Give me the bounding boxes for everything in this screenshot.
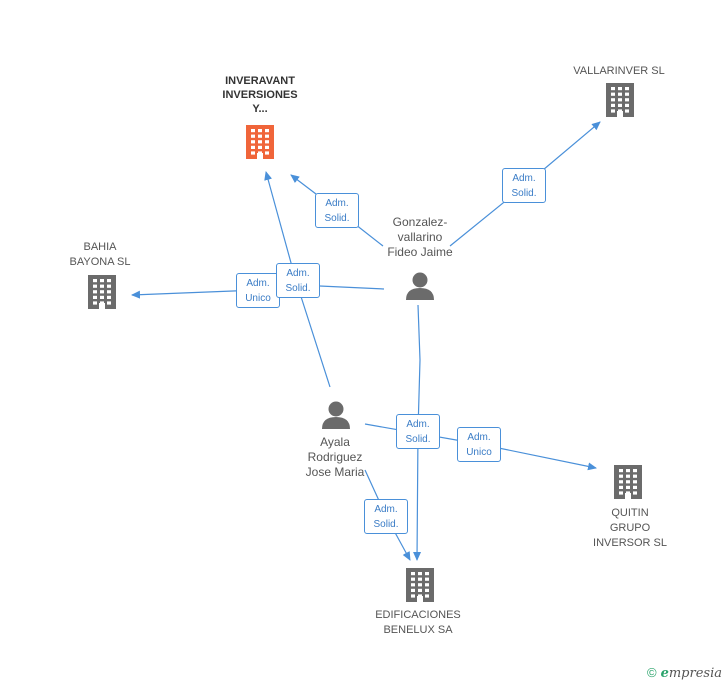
- edge-label-ayala-inveravant: Adm. Unico: [236, 273, 280, 308]
- company-vallarinver-building-icon[interactable]: [606, 83, 634, 117]
- copyright-icon: ©: [646, 665, 657, 680]
- footer-brand[interactable]: ©empresia: [647, 665, 722, 681]
- edge-label-gonzalez-bahia: Adm. Solid.: [276, 263, 320, 298]
- person-ayala-person-icon[interactable]: [322, 401, 350, 430]
- person-label-gonzalez[interactable]: Gonzalez- vallarino Fideo Jaime: [387, 215, 453, 259]
- company-edificaciones-building-icon[interactable]: [406, 568, 434, 602]
- company-inveravant-building-icon[interactable]: [246, 125, 274, 159]
- edge-label-gonzalez-edificaciones: Adm. Solid.: [396, 414, 440, 449]
- edge-label-ayala-quitin: Adm. Unico: [457, 427, 501, 462]
- edge-gonzalez-edificaciones: [413, 304, 422, 561]
- company-label-vallarinver[interactable]: VALLARINVER SL: [573, 65, 665, 77]
- company-label-bahia[interactable]: BAHIA BAYONA SL: [69, 241, 131, 268]
- person-label-ayala[interactable]: Ayala Rodriguez Jose Maria: [305, 435, 365, 479]
- company-quitin-building-icon[interactable]: [614, 465, 642, 499]
- edge-label-gonzalez-vallarinver: Adm. Solid.: [502, 168, 546, 203]
- edge-label-ayala-edificaciones: Adm. Solid.: [364, 499, 408, 534]
- edge-label-gonzalez-inveravant: Adm. Solid.: [315, 193, 359, 228]
- company-label-edificaciones[interactable]: EDIFICACIONES BENELUX SA: [375, 609, 461, 636]
- nodes-layer: [88, 83, 642, 602]
- company-bahia-building-icon[interactable]: [88, 275, 116, 309]
- company-label-inveravant[interactable]: INVERAVANT INVERSIONES Y...: [222, 75, 298, 115]
- brand-logo: empresia: [660, 666, 722, 681]
- person-gonzalez-person-icon[interactable]: [406, 272, 434, 301]
- company-label-quitin[interactable]: QUITIN GRUPO INVERSOR SL: [593, 507, 667, 549]
